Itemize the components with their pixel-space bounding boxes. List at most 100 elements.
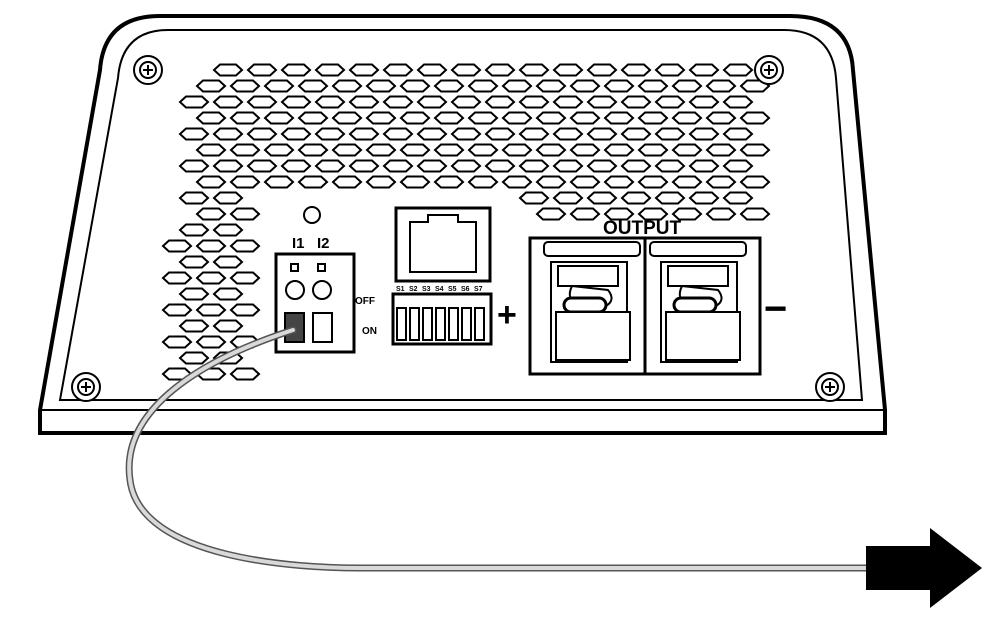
screw-icon-bottom-left [71,372,101,402]
vent-hole [195,79,227,93]
vent-grille [161,63,771,381]
vent-hole [688,63,720,77]
vent-hole [722,191,754,205]
vent-hole [654,127,686,141]
vent-hole [331,79,363,93]
dip-switch-toggle [409,307,420,341]
vent-hole [178,191,210,205]
vent-hole [671,207,703,221]
vent-hole [280,127,312,141]
vent-hole [229,207,261,221]
vent-hole [314,63,346,77]
vent-hole [569,143,601,157]
vent-hole [569,79,601,93]
led-indicator [303,206,321,224]
vent-hole [654,159,686,173]
vent-hole [399,143,431,157]
input-2-connector-slot [312,312,333,343]
vent-hole [518,159,550,173]
vent-hole [501,79,533,93]
vent-hole [739,207,771,221]
vent-hole [450,63,482,77]
vent-hole [501,143,533,157]
vent-hole [297,79,329,93]
vent-hole [484,63,516,77]
dip-switch-toggle [448,307,459,341]
label-on: ON [362,326,377,337]
vent-hole [399,175,431,189]
vent-hole [178,287,210,301]
vent-hole [212,95,244,109]
vent-hole [484,159,516,173]
vent-hole [178,127,210,141]
vent-hole [297,111,329,125]
vent-hole [518,63,550,77]
vent-hole [620,63,652,77]
vent-hole [722,95,754,109]
vent-hole [365,79,397,93]
vent-hole [569,175,601,189]
vent-hole [535,143,567,157]
vent-hole [195,303,227,317]
vent-hole [161,335,193,349]
vent-hole [416,127,448,141]
vent-hole [365,111,397,125]
vent-hole [603,207,635,221]
vent-hole [671,175,703,189]
vent-hole [229,111,261,125]
vent-hole [467,111,499,125]
vent-hole [705,111,737,125]
vent-hole [314,127,346,141]
vent-hole [450,95,482,109]
vent-hole [705,207,737,221]
vent-hole [382,159,414,173]
vent-hole [246,127,278,141]
vent-hole [654,191,686,205]
vent-hole [399,111,431,125]
vent-hole [739,111,771,125]
dip-switch-toggle [461,307,472,341]
vent-hole [229,271,261,285]
vent-hole [229,143,261,157]
vent-hole [450,127,482,141]
vent-hole [178,255,210,269]
rj-port-icon [394,206,492,283]
vent-hole [501,175,533,189]
label-input-2: I2 [317,235,330,252]
vent-hole [212,255,244,269]
vent-hole [620,127,652,141]
vent-hole [331,175,363,189]
vent-hole [739,175,771,189]
vent-hole [705,79,737,93]
output-connector-negative [649,241,747,363]
vent-hole [722,63,754,77]
vent-hole [399,79,431,93]
vent-hole [586,127,618,141]
vent-hole [450,159,482,173]
dip-switch-toggle [474,307,485,341]
vent-hole [195,239,227,253]
vent-hole [535,79,567,93]
vent-hole [535,111,567,125]
vent-hole [518,95,550,109]
vent-hole [433,79,465,93]
screw-icon-top-left [133,55,163,85]
vent-hole [246,63,278,77]
vent-hole [586,191,618,205]
vent-hole [416,159,448,173]
vent-hole [348,159,380,173]
vent-hole [722,127,754,141]
vent-hole [314,95,346,109]
vent-hole [212,223,244,237]
vent-hole [518,127,550,141]
vent-hole [603,111,635,125]
dip-switch-label: S2 [409,286,418,293]
vent-hole [688,95,720,109]
dip-switch-label: S3 [422,286,431,293]
vent-hole [280,95,312,109]
vent-hole [552,63,584,77]
vent-hole [365,175,397,189]
vent-hole [263,143,295,157]
